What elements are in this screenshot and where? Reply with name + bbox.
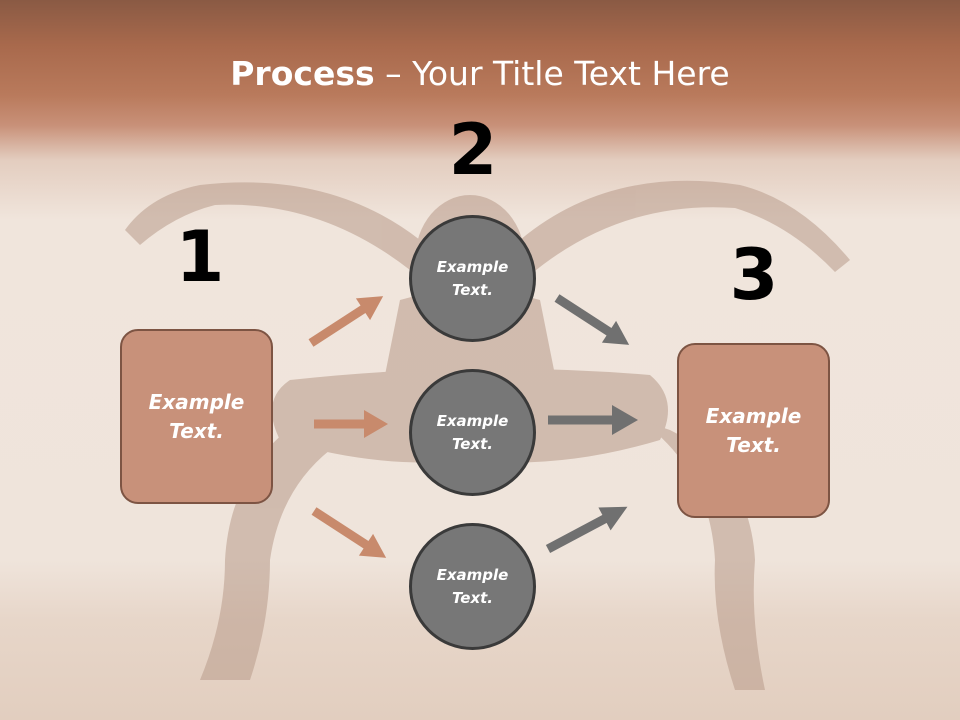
title-bold: Process bbox=[230, 54, 375, 93]
step-2-circle-middle[interactable]: Example Text. bbox=[409, 369, 536, 496]
right-arrow-icon bbox=[308, 296, 384, 347]
right-arrow-icon bbox=[314, 410, 388, 438]
step-1-box-text: Example Text. bbox=[148, 389, 245, 443]
right-arrow-icon bbox=[554, 294, 630, 345]
title-rest: – Your Title Text Here bbox=[374, 54, 730, 93]
step-1-box[interactable]: Example Text. bbox=[120, 329, 273, 504]
circle-bottom-text: Example Text. bbox=[436, 565, 509, 607]
right-arrow-icon bbox=[311, 507, 387, 558]
circle-top-text: Example Text. bbox=[436, 257, 509, 299]
circle-middle-text: Example Text. bbox=[436, 411, 509, 453]
step-3-box[interactable]: Example Text. bbox=[677, 343, 830, 518]
right-arrow-icon bbox=[545, 506, 628, 553]
step-2-circle-bottom[interactable]: Example Text. bbox=[409, 523, 536, 650]
right-arrow-icon bbox=[548, 405, 638, 435]
step-number-3: 3 bbox=[729, 234, 779, 316]
step-2-circle-top[interactable]: Example Text. bbox=[409, 215, 536, 342]
step-number-2: 2 bbox=[448, 109, 498, 191]
step-3-box-text: Example Text. bbox=[705, 403, 802, 457]
slide-title: Process – Your Title Text Here bbox=[0, 52, 960, 96]
step-number-1: 1 bbox=[175, 216, 225, 298]
